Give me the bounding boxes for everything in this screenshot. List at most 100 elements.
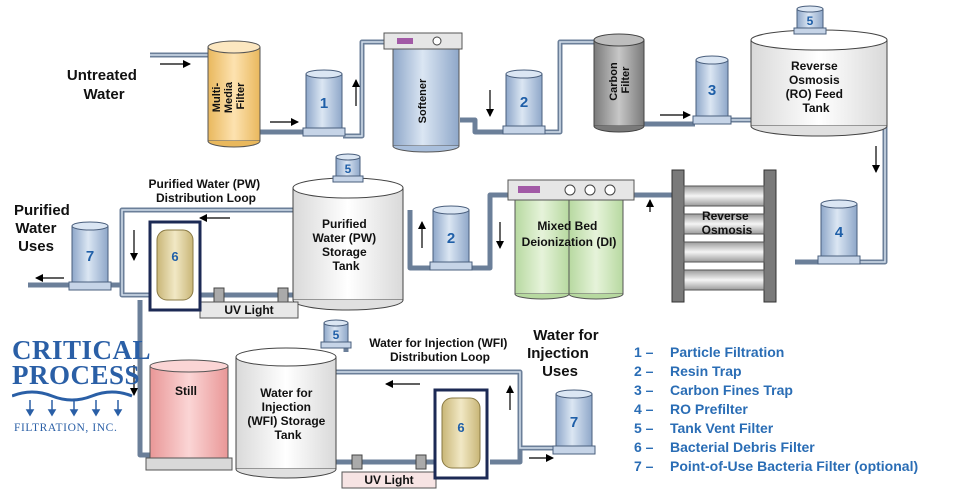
- filter-3-carbon: 3: [692, 55, 732, 125]
- pw-storage-tank: Purified Water (PW) Storage Tank: [292, 177, 404, 311]
- multimedia-label-2: Media: [223, 81, 235, 113]
- wfi-tank-label-3: (WFI) Storage: [247, 414, 325, 428]
- filter-5-pw-tank: 5: [332, 153, 364, 183]
- legend-text: Resin Trap: [670, 363, 742, 379]
- filter-number: 7: [570, 414, 578, 431]
- logo-line-3: FILTRATION, INC.: [14, 422, 118, 434]
- legend-text: Bacterial Debris Filter: [670, 439, 815, 455]
- di-label-2: Deionization (DI): [522, 235, 617, 249]
- wfi-loop-label-1: Water for Injection (WFI): [369, 336, 507, 350]
- ro-tank-label-2: Osmosis: [789, 73, 840, 87]
- svg-text:Purified Water (PW) Distri: Purified Water (PW) Distribution Loop: [149, 177, 264, 205]
- uv-light-pw: UV Light: [199, 287, 299, 319]
- still-label: Still: [175, 384, 197, 398]
- svg-text:Reverse Osmosis: Reverse Osmosis: [702, 209, 753, 237]
- pw-uses-label-1: Purified: [14, 202, 70, 219]
- bacterial-filter-wfi: 6: [433, 388, 489, 480]
- critical-process-logo: CRITICAL PROCESS FILTRATION, INC.: [12, 335, 152, 438]
- still: Still: [145, 359, 233, 471]
- ro-feed-tank: Reverse Osmosis (RO) Feed Tank: [750, 29, 888, 137]
- softener: Softener: [383, 32, 463, 153]
- pw-tank-label-4: Tank: [332, 259, 359, 273]
- legend-num: 6 –: [634, 439, 654, 455]
- pw-loop-label-1: Purified Water (PW): [149, 177, 261, 191]
- legend-item: 7 – Point-of-Use Bacteria Filter (optiona…: [634, 457, 918, 476]
- wfi-tank-label-1: Water for: [260, 386, 313, 400]
- legend-num: 7 –: [634, 458, 654, 474]
- svg-text:Water for Injection Us: Water for Injection Uses: [527, 327, 603, 380]
- uv-light-wfi-label: UV Light: [364, 473, 413, 487]
- filter-4-ro: 4: [817, 199, 861, 265]
- filter-2-di: 2: [429, 205, 473, 271]
- logo-wave-icon: [12, 390, 133, 417]
- legend-text: Point-of-Use Bacteria Filter (optional): [670, 458, 919, 474]
- filter-number: 5: [345, 162, 352, 176]
- filter-5-wfi-tank: 5: [320, 319, 352, 349]
- filter-1: 1: [302, 69, 346, 137]
- filter-number-6-wfi: 6: [457, 420, 464, 435]
- filter-5-ro-tank: 5: [793, 5, 827, 35]
- ro-label-2: Osmosis: [702, 223, 753, 237]
- ro-tank-label-3: (RO) Feed: [786, 87, 843, 101]
- legend-item: 2 – Resin Trap: [634, 362, 918, 381]
- multimedia-filter: Multi- Media Filter: [207, 40, 261, 148]
- ro-tank-label-4: Tank: [802, 101, 829, 115]
- svg-text:Reverse Osmosis (R: Reverse Osmosis (RO) Feed Tank: [786, 59, 847, 115]
- filter-number: 3: [708, 82, 716, 99]
- pw-tank-label-1: Purified: [322, 217, 367, 231]
- legend-item: 3 – Carbon Fines Trap: [634, 381, 918, 400]
- legend-item: 1 – Particle Filtration: [634, 343, 918, 362]
- legend-num: 1 –: [634, 344, 654, 360]
- wfi-uses-label-1: Water for: [533, 327, 598, 344]
- ro-label-1: Reverse: [702, 209, 749, 223]
- softener-label: Softener: [417, 78, 429, 123]
- svg-text:Untreated Water: Untreated Water: [67, 67, 141, 103]
- filter-number: 1: [320, 95, 328, 112]
- wfi-uses-label-2: Injection: [527, 345, 589, 362]
- filter-legend: 1 – Particle Filtration 2 – Resin Trap 3 –…: [634, 343, 918, 476]
- svg-text:Water for Injection: Water for Injection (WFI) Storage Tank: [247, 386, 328, 442]
- filter-7-wfi: 7: [552, 389, 596, 455]
- multimedia-label-3: Filter: [235, 82, 247, 110]
- legend-text: Carbon Fines Trap: [670, 382, 793, 398]
- wfi-storage-tank: Water for Injection (WFI) Storage Tank: [235, 347, 337, 479]
- legend-item: 4 –RO Prefilter: [634, 400, 918, 419]
- logo-line-1: CRITICAL: [12, 335, 152, 365]
- filter-number: 4: [835, 224, 844, 241]
- pw-loop-label-2: Distribution Loop: [156, 191, 256, 205]
- filter-number-6-pw: 6: [171, 249, 178, 264]
- filter-number: 5: [333, 328, 340, 342]
- legend-text: Particle Filtration: [670, 344, 785, 360]
- pw-uses-label-3: Uses: [18, 238, 54, 255]
- wfi-tank-label-4: Tank: [274, 428, 301, 442]
- filter-7-pw: 7: [68, 221, 112, 291]
- bacterial-filter-pw: 6: [148, 220, 202, 312]
- mixed-bed-di: Mixed Bed Deionization (DI): [507, 179, 635, 300]
- wfi-tank-label-2: Injection: [262, 400, 311, 414]
- pw-tank-label-2: Water (PW): [313, 231, 377, 245]
- carbon-label-2: Filter: [620, 66, 632, 94]
- legend-text: RO Prefilter: [670, 401, 748, 417]
- svg-text:Water for Injection (WFI): Water for Injection (WFI) Distribution L…: [369, 336, 511, 364]
- carbon-filter: Carbon Filter: [593, 33, 645, 133]
- legend-num: 3 –: [634, 382, 654, 398]
- pw-tank-label-3: Storage: [322, 245, 367, 259]
- reverse-osmosis-unit: Reverse Osmosis: [671, 169, 777, 303]
- filter-number: 2: [520, 94, 528, 111]
- svg-text:Purified Water Uses: Purified Water Uses: [14, 202, 74, 255]
- svg-text:Purified Water (PW): Purified Water (PW) Storage Tank: [313, 217, 380, 273]
- filter-number: 2: [447, 230, 455, 247]
- svg-text:Carbon Filter: Carbon Filter: [608, 59, 632, 101]
- legend-num: 2 –: [634, 363, 654, 379]
- legend-num: 5 –: [634, 420, 654, 436]
- wfi-loop-label-2: Distribution Loop: [390, 350, 490, 364]
- svg-text:Multi- Media Filte: Multi- Media Filter: [211, 79, 247, 113]
- uv-light-wfi: UV Light: [341, 454, 437, 489]
- uv-light-pw-label: UV Light: [224, 303, 273, 317]
- legend-text: Tank Vent Filter: [670, 420, 774, 436]
- legend-item: 5 – Tank Vent Filter: [634, 419, 918, 438]
- carbon-label-1: Carbon: [608, 62, 620, 101]
- svg-text:Mixed Bed Deionization (: Mixed Bed Deionization (DI): [522, 219, 617, 249]
- untreated-water-label-1: Untreated: [67, 67, 137, 84]
